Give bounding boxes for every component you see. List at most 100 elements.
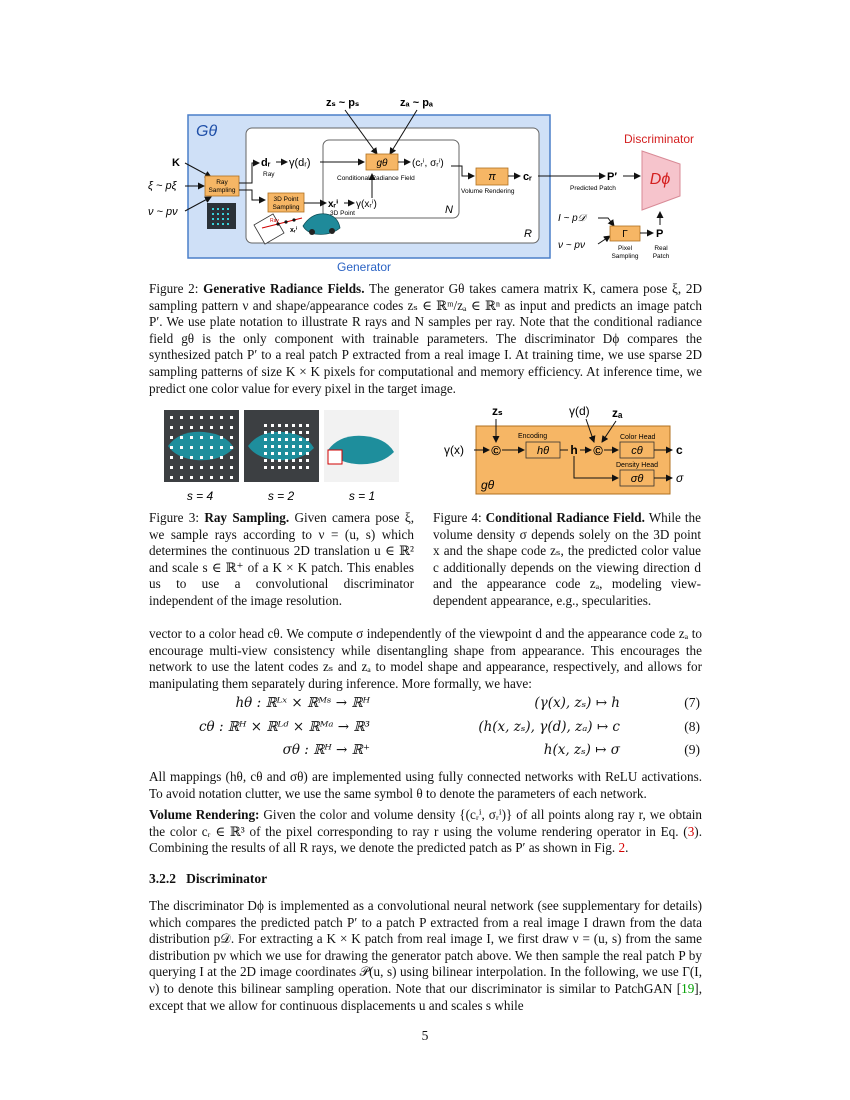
sample-point xyxy=(271,459,274,462)
sample-point xyxy=(306,466,309,469)
sample-point xyxy=(306,424,309,427)
sample-point xyxy=(200,436,203,439)
svg-text:Sampling: Sampling xyxy=(272,204,299,211)
sample-point xyxy=(220,426,223,429)
sample-point xyxy=(170,426,173,429)
sample-point xyxy=(278,452,281,455)
sample-point xyxy=(220,416,223,419)
svg-text:Γ: Γ xyxy=(622,229,628,240)
sample-point xyxy=(180,456,183,459)
sample-point xyxy=(170,416,173,419)
sample-point xyxy=(264,466,267,469)
sample-point xyxy=(190,426,193,429)
sample-point xyxy=(200,426,203,429)
svg-text:zₛ: zₛ xyxy=(492,404,503,418)
sample-point xyxy=(306,459,309,462)
sample-image-s2 xyxy=(244,410,319,482)
svg-text:σθ: σθ xyxy=(631,473,644,485)
figure-2: zₛ ~ pₛ zₐ ~ pₐ Gθ K ξ ~ pξ ν ~ pν Ray S… xyxy=(0,0,850,280)
sample-point xyxy=(292,466,295,469)
point-3d-text: 3D Point xyxy=(330,210,355,217)
predicted-patch-label: Predicted Patch xyxy=(570,185,616,192)
p-prime-label: P′ xyxy=(607,171,617,183)
sample-point xyxy=(180,426,183,429)
svg-text:Density Head: Density Head xyxy=(616,462,658,469)
sample-point xyxy=(220,446,223,449)
sample-point xyxy=(278,431,281,434)
dr-label: dᵣ xyxy=(261,157,271,169)
sample-point xyxy=(210,456,213,459)
sample-point xyxy=(299,438,302,441)
cr-label: cᵣ xyxy=(523,171,532,183)
sample-point xyxy=(200,416,203,419)
sample-point xyxy=(264,445,267,448)
caption-label: Figure 2: xyxy=(149,281,199,296)
sample-point xyxy=(230,426,233,429)
sample-point xyxy=(210,466,213,469)
sample-point xyxy=(230,446,233,449)
sample-point xyxy=(230,456,233,459)
sample-point xyxy=(271,438,274,441)
sample-point xyxy=(180,466,183,469)
sample-point xyxy=(180,476,183,479)
sample-point xyxy=(230,476,233,479)
discriminator-shape xyxy=(641,150,681,211)
sample-point xyxy=(292,438,295,441)
sample-point xyxy=(170,436,173,439)
sample-point xyxy=(230,436,233,439)
volume-rendering-heading: Volume Rendering: xyxy=(149,807,260,822)
volume-rendering-label: Volume Rendering xyxy=(461,188,515,195)
sample-point xyxy=(264,424,267,427)
sample-point xyxy=(292,445,295,448)
svg-text:cθ: cθ xyxy=(631,445,643,457)
c-sigma-output: (cᵣⁱ, σᵣⁱ) xyxy=(412,158,444,169)
sample-point xyxy=(170,476,173,479)
svg-text:3D Point: 3D Point xyxy=(274,196,299,203)
sample-image-s4 xyxy=(164,410,239,482)
sample-point xyxy=(285,452,288,455)
g-theta-container xyxy=(475,425,671,495)
label-s1: s = 1 xyxy=(349,489,375,503)
sample-point xyxy=(292,452,295,455)
sample-point xyxy=(230,416,233,419)
figure-2-caption: Figure 2: Generative Radiance Fields. Th… xyxy=(149,281,702,397)
svg-text:Pixel: Pixel xyxy=(618,245,633,252)
eq-ref-link[interactable]: 3 xyxy=(687,823,695,839)
svg-text:Patch: Patch xyxy=(653,253,670,260)
generator-title: Generator xyxy=(337,260,391,274)
za-code: zₐ ~ pₐ xyxy=(400,97,434,109)
r-plate-label: R xyxy=(524,228,532,240)
sample-image-s1 xyxy=(324,410,399,482)
svg-text:Color Head: Color Head xyxy=(620,434,656,441)
nu-pnu-label: ν ~ pν xyxy=(558,240,585,251)
zs-code: zₛ ~ pₛ xyxy=(326,97,359,109)
discriminator-title: Discriminator xyxy=(624,132,694,146)
figure-3: s = 4 s = 2 s = 1 xyxy=(160,408,420,508)
sample-point xyxy=(220,466,223,469)
figure-4: zₛ γ(d) zₐ γ(x) © Encoding hθ h © Color … xyxy=(436,400,706,505)
sample-point xyxy=(285,466,288,469)
sample-point xyxy=(264,452,267,455)
sampling-pattern-image xyxy=(207,203,236,229)
fig-ref-link[interactable]: 2 xyxy=(618,840,626,856)
svg-text:Ray: Ray xyxy=(216,179,228,186)
sample-point xyxy=(200,446,203,449)
sample-point xyxy=(285,459,288,462)
label-s4: s = 4 xyxy=(187,489,214,503)
sample-point xyxy=(264,438,267,441)
sample-point xyxy=(285,445,288,448)
svg-text:σ: σ xyxy=(676,471,684,485)
sample-point xyxy=(306,438,309,441)
sample-point xyxy=(210,416,213,419)
nu-input: ν ~ pν xyxy=(148,206,178,218)
paragraph-4: The discriminator Dϕ is implemented as a… xyxy=(149,898,702,1013)
citation-link[interactable]: 19 xyxy=(681,980,695,996)
svg-text:Sampling: Sampling xyxy=(611,253,638,260)
sample-point xyxy=(190,446,193,449)
sample-point xyxy=(180,416,183,419)
sample-point xyxy=(200,456,203,459)
paragraph-2: All mappings (hθ, cθ and σθ) are impleme… xyxy=(149,769,702,801)
gamma-dr: γ(dᵣ) xyxy=(289,157,311,169)
concat-2: © xyxy=(593,443,603,458)
svg-text:gθ: gθ xyxy=(377,158,389,169)
